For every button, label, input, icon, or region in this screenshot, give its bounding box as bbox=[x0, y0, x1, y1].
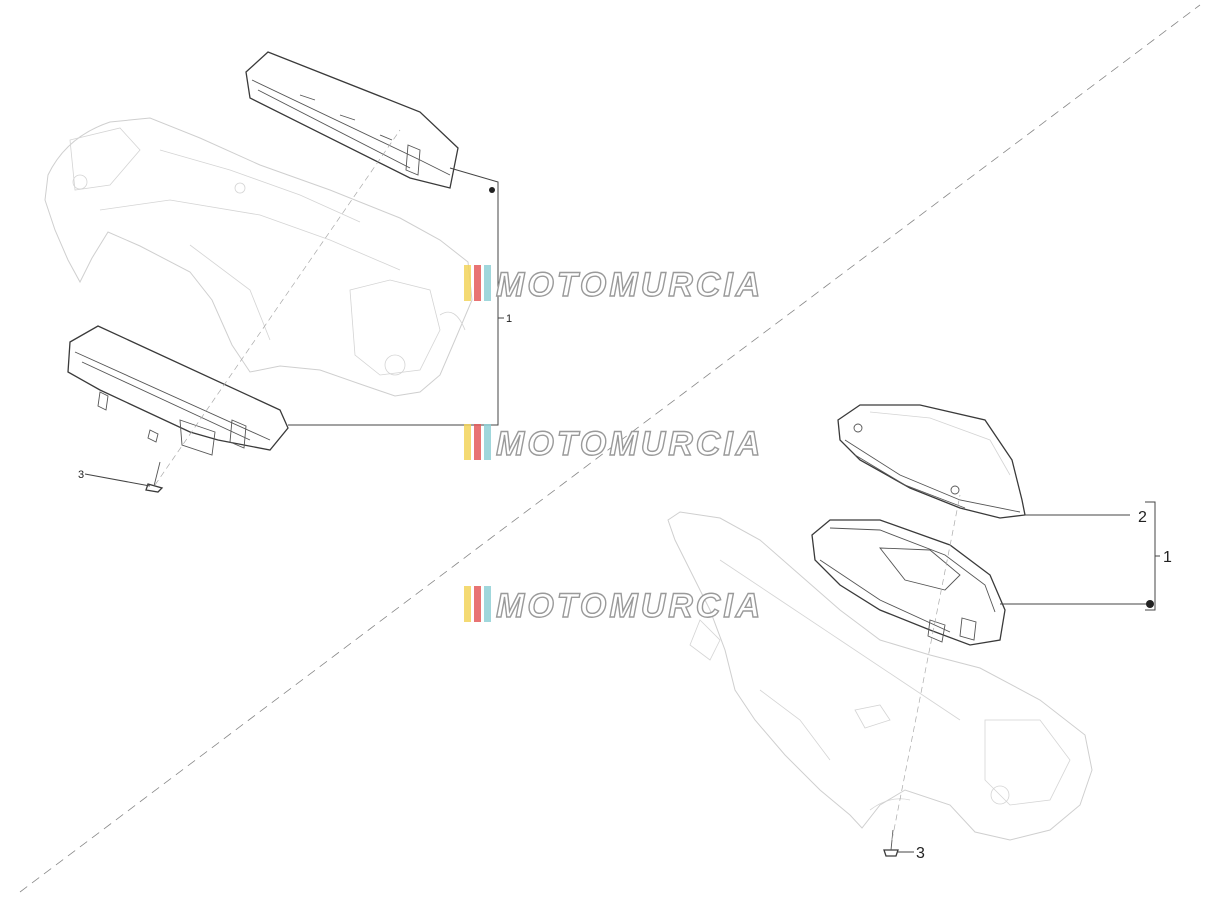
watermark-text: MOTOMURCIA bbox=[496, 587, 763, 625]
watermark-stripe-yellow bbox=[464, 586, 471, 622]
left-cover-hole bbox=[72, 174, 88, 190]
right-handlebar-cover bbox=[667, 511, 1093, 841]
lens-rim-2 bbox=[854, 454, 966, 509]
base-tab bbox=[927, 619, 946, 643]
base-lower-rim bbox=[819, 559, 951, 633]
watermark-logo: MOTOMURCIA bbox=[464, 424, 763, 464]
left-assembly-axis bbox=[154, 129, 401, 486]
left-dashboard-lower bbox=[67, 325, 289, 456]
watermark-stripe-yellow bbox=[464, 265, 471, 301]
right-cover-boss bbox=[990, 785, 1010, 805]
callout-left-1: 1 bbox=[506, 313, 512, 325]
watermark-stripe-cyan bbox=[484, 265, 491, 301]
lens-screw-boss-2 bbox=[950, 485, 960, 495]
lower-dashboard-foot-2 bbox=[147, 429, 159, 443]
left-bracket-lines bbox=[288, 167, 499, 426]
left-cover-inner-curve bbox=[189, 244, 271, 341]
callout-left-3: 3 bbox=[78, 469, 84, 481]
base-tab-2 bbox=[959, 617, 977, 641]
left-cover-ridge bbox=[99, 199, 401, 271]
callout-right-2: 2 bbox=[1138, 509, 1147, 526]
right-bracket-dot bbox=[1146, 600, 1154, 608]
right-screw-head bbox=[883, 849, 899, 857]
watermark-stripe-cyan bbox=[484, 586, 491, 622]
watermark-stripe-red bbox=[474, 424, 481, 460]
upper-dashboard-housing bbox=[245, 51, 459, 189]
watermark-text: MOTOMURCIA bbox=[496, 266, 763, 304]
lower-dashboard-connector bbox=[179, 419, 216, 456]
watermark-logo: MOTOMURCIA bbox=[464, 586, 763, 626]
callout-right-1: 1 bbox=[1163, 549, 1172, 566]
left-cover-wire-clip bbox=[439, 311, 466, 331]
watermark-text: MOTOMURCIA bbox=[496, 425, 763, 463]
right-cover-tip bbox=[869, 798, 911, 811]
right-dashboard-lens bbox=[837, 404, 1026, 519]
right-assembly-axis bbox=[891, 494, 961, 841]
right-cover-body bbox=[667, 511, 1093, 841]
watermark-stripe-yellow bbox=[464, 424, 471, 460]
watermark-stripe-red bbox=[474, 265, 481, 301]
left-screw-shank bbox=[153, 461, 161, 487]
watermark-stripe-red bbox=[474, 586, 481, 622]
upper-dashboard-rim bbox=[251, 79, 451, 176]
right-cover-clip bbox=[689, 619, 721, 661]
right-cover-inner-curve bbox=[759, 689, 831, 761]
left-dashboard-upper bbox=[245, 51, 459, 189]
right-cover-ridge bbox=[719, 559, 961, 721]
left-cover-boss bbox=[384, 354, 406, 376]
upper-dashboard-ribs bbox=[299, 94, 393, 141]
left-cover-grip-end bbox=[69, 127, 141, 191]
lens-screw-boss bbox=[853, 423, 863, 433]
left-handlebar-cover bbox=[44, 117, 473, 397]
base-display-board bbox=[879, 547, 961, 591]
base-inner-rim bbox=[829, 527, 996, 613]
right-cover-tab bbox=[854, 704, 891, 729]
right-screw bbox=[883, 829, 899, 857]
left-screw bbox=[145, 461, 164, 493]
left-cover-pocket bbox=[349, 279, 441, 376]
watermark-stripe-cyan bbox=[484, 424, 491, 460]
lens-rim bbox=[844, 439, 1021, 513]
upper-dashboard-tab bbox=[405, 144, 421, 176]
lower-dashboard-tab bbox=[229, 419, 247, 449]
right-dashboard-base bbox=[811, 519, 1006, 646]
lens-highlight bbox=[869, 411, 1011, 476]
lower-dashboard-rim bbox=[74, 351, 271, 441]
base-housing bbox=[811, 519, 1006, 646]
callout-right-3: 3 bbox=[916, 845, 925, 862]
right-cover-pocket bbox=[984, 719, 1071, 806]
left-screw-leader bbox=[84, 473, 151, 487]
upper-dashboard-rim-2 bbox=[257, 89, 411, 169]
left-bracket-dot bbox=[489, 187, 495, 193]
left-cover-upper-line bbox=[159, 149, 361, 223]
right-callout-bracket bbox=[898, 501, 1160, 853]
left-callout-bracket bbox=[84, 167, 504, 487]
lower-dashboard-foot bbox=[97, 391, 109, 411]
left-cover-hole-2 bbox=[234, 182, 246, 194]
section-divider-line bbox=[19, 4, 1201, 893]
lower-dashboard-rim-2 bbox=[81, 361, 251, 441]
watermark-logo: MOTOMURCIA bbox=[464, 265, 763, 305]
